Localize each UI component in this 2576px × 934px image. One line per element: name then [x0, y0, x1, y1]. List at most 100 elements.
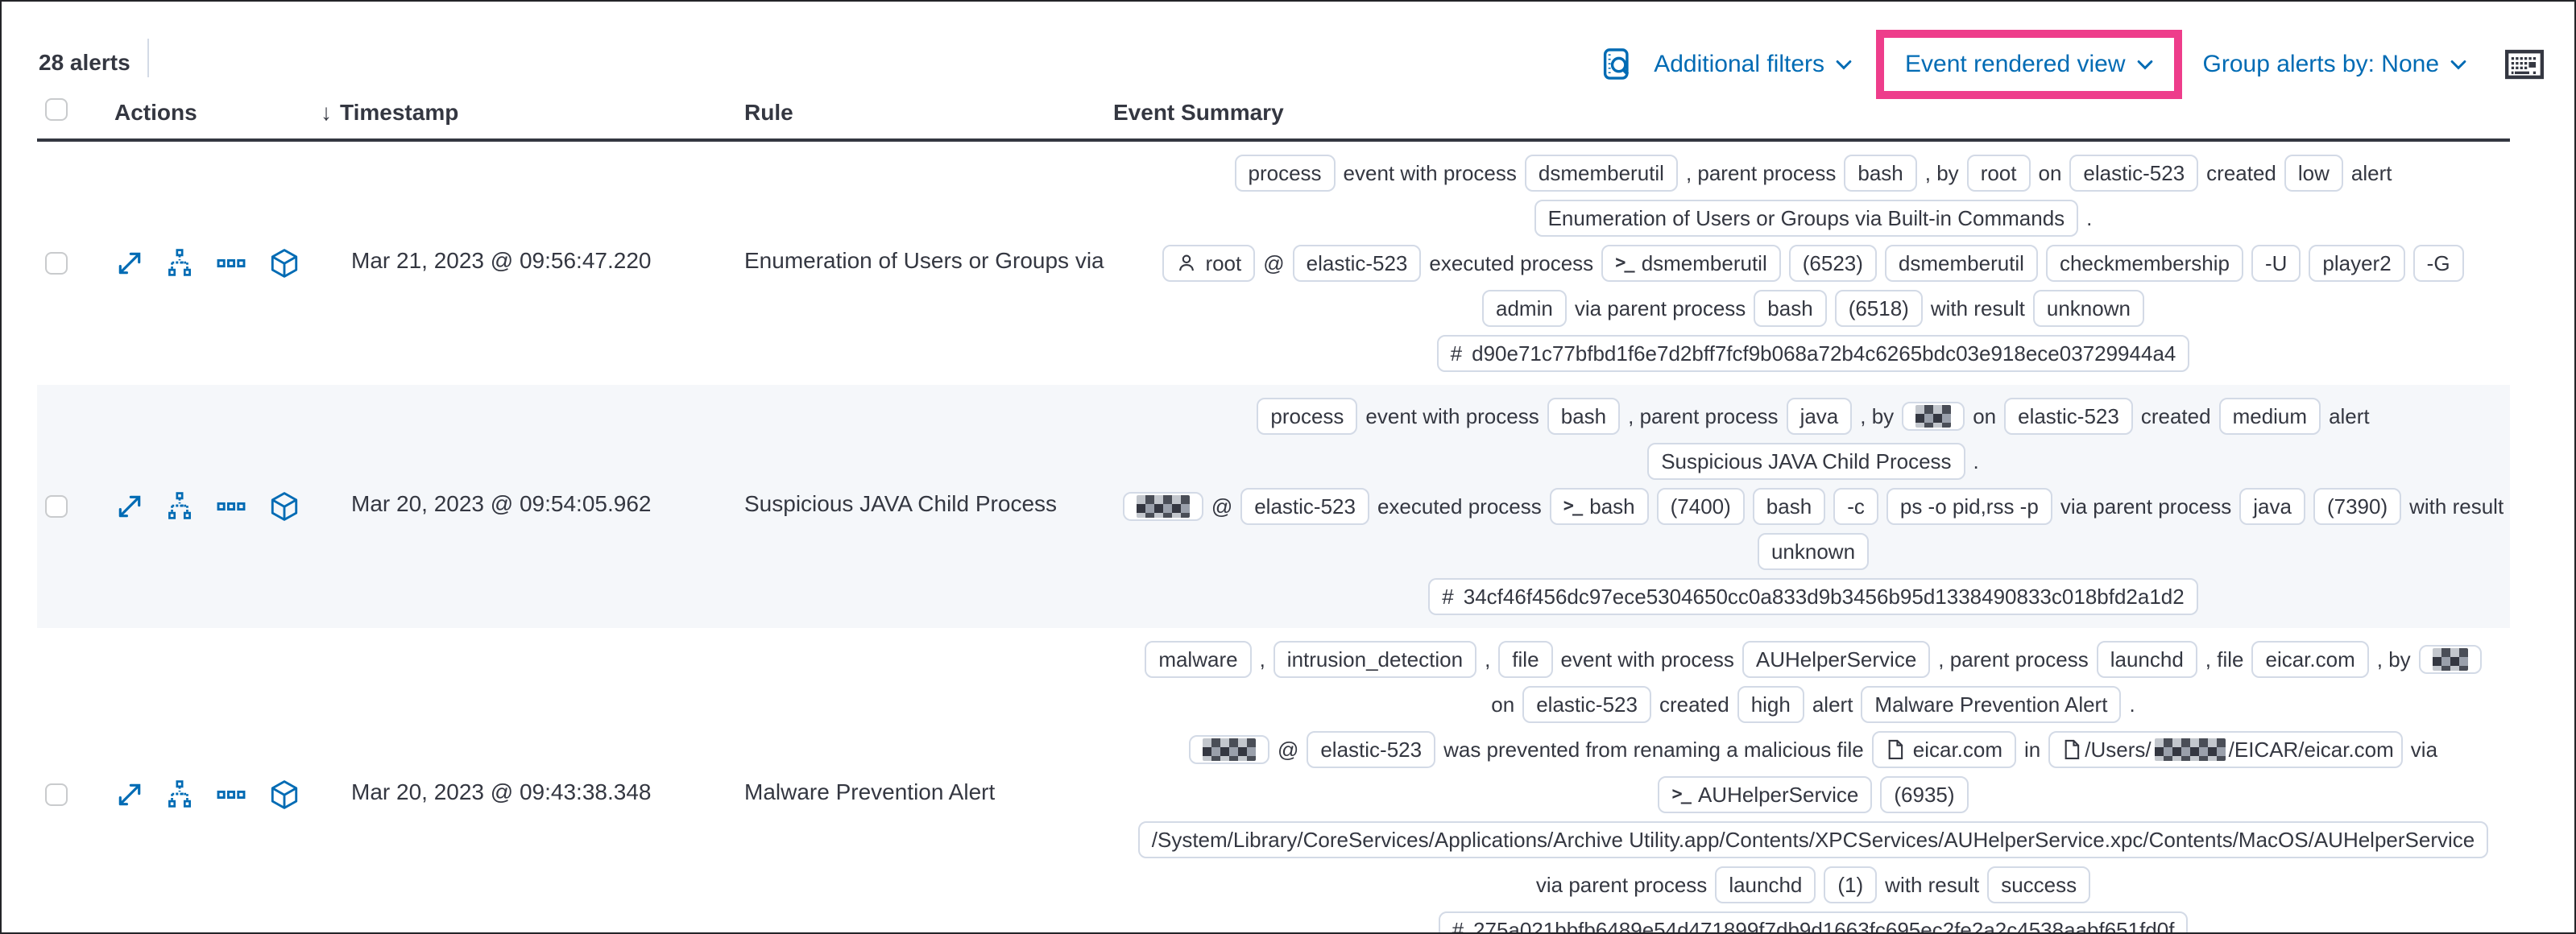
event-field-badge[interactable]: root: [1162, 245, 1256, 282]
badge-text: 275a021bbfb6489e54d471899f7db9d1663fc695…: [1473, 918, 2175, 934]
event-field-badge[interactable]: #275a021bbfb6489e54d471899f7db9d1663fc69…: [1438, 911, 2189, 934]
event-field-badge[interactable]: malware: [1145, 641, 1252, 678]
event-field-badge[interactable]: high: [1737, 686, 1804, 723]
event-field-badge[interactable]: (7390): [2313, 488, 2402, 525]
summary-text: was prevented from renaming a malicious …: [1443, 737, 1864, 762]
event-field-badge[interactable]: dsmemberutil: [1524, 155, 1678, 192]
event-field-badge[interactable]: file: [1498, 641, 1553, 678]
event-field-badge[interactable]: [1188, 735, 1269, 764]
expand-alert-button[interactable]: [114, 491, 145, 522]
event-field-badge[interactable]: bash: [1754, 290, 1827, 327]
event-field-badge[interactable]: process: [1234, 155, 1336, 192]
analyze-event-icon: [165, 249, 194, 278]
event-field-badge[interactable]: (6518): [1834, 290, 1923, 327]
event-field-badge[interactable]: [1122, 492, 1203, 521]
more-actions-button[interactable]: [216, 779, 246, 810]
event-field-badge[interactable]: Suspicious JAVA Child Process: [1647, 443, 1965, 480]
event-field-badge[interactable]: -G: [2412, 245, 2464, 282]
event-field-badge[interactable]: success: [1987, 866, 2091, 903]
event-field-badge[interactable]: Malware Prevention Alert: [1861, 686, 2122, 723]
event-field-badge[interactable]: /System/Library/CoreServices/Application…: [1137, 821, 2489, 858]
event-field-badge[interactable]: (7400): [1656, 488, 1745, 525]
event-field-badge[interactable]: unknown: [2032, 290, 2144, 327]
more-actions-button[interactable]: [216, 491, 246, 522]
event-field-badge[interactable]: eicar.com: [2251, 641, 2369, 678]
event-field-badge[interactable]: java: [1786, 398, 1853, 435]
event-field-badge[interactable]: elastic-523: [1292, 245, 1422, 282]
analyze-event-button[interactable]: [164, 779, 195, 810]
expand-alert-button[interactable]: [114, 779, 145, 810]
expand-alert-button[interactable]: [114, 248, 145, 279]
view-selector-button[interactable]: Event rendered view: [1905, 51, 2156, 78]
event-field-badge[interactable]: #d90e71c77bfbd1f6e7d2bff7fcf9b068a72b4c6…: [1436, 335, 2190, 372]
event-field-badge[interactable]: player2: [2309, 245, 2405, 282]
row-checkbox[interactable]: [45, 252, 68, 275]
event-field-badge[interactable]: elastic-523: [1522, 686, 1651, 723]
event-field-badge[interactable]: eicar.com: [1871, 731, 2017, 768]
session-view-button[interactable]: [269, 248, 300, 279]
summary-line: unknown: [1757, 533, 1870, 570]
row-checkbox[interactable]: [45, 495, 68, 518]
badge-text: bash: [1857, 161, 1903, 185]
event-field-badge[interactable]: elastic-523: [2004, 398, 2133, 435]
event-field-badge[interactable]: dsmemberutil: [1884, 245, 2038, 282]
session-view-button[interactable]: [269, 779, 300, 810]
event-field-badge[interactable]: >_dsmemberutil: [1601, 245, 1781, 282]
event-field-badge[interactable]: launchd: [2096, 641, 2197, 678]
event-field-badge[interactable]: Enumeration of Users or Groups via Built…: [1534, 200, 2079, 237]
summary-text: @: [1211, 494, 1233, 519]
column-timestamp[interactable]: ↓Timestamp: [321, 100, 458, 126]
event-field-badge[interactable]: elastic-523: [1240, 488, 1369, 525]
inspect-button[interactable]: [1599, 48, 1633, 81]
more-actions-button[interactable]: [216, 248, 246, 279]
group-alerts-by-button[interactable]: Group alerts by: None: [2203, 51, 2470, 78]
badge-text: elastic-523: [1254, 494, 1356, 519]
summary-text: executed process: [1377, 494, 1542, 519]
summary-text: via parent process: [1535, 872, 1708, 897]
event-field-badge[interactable]: launchd: [1715, 866, 1816, 903]
event-field-badge[interactable]: bash: [1547, 398, 1621, 435]
event-field-badge[interactable]: #34cf46f456dc97ece5304650cc0a833d9b3456b…: [1428, 578, 2198, 615]
event-field-badge[interactable]: >_AUHelperService: [1658, 776, 1873, 813]
summary-line: #275a021bbfb6489e54d471899f7db9d1663fc69…: [1438, 911, 2189, 934]
event-field-badge[interactable]: admin: [1482, 290, 1567, 327]
event-field-badge[interactable]: low: [2284, 155, 2343, 192]
event-field-badge[interactable]: (6523): [1788, 245, 1877, 282]
event-field-badge[interactable]: -U: [2251, 245, 2301, 282]
event-field-badge[interactable]: -c: [1833, 488, 1878, 525]
select-all-checkbox[interactable]: [45, 98, 68, 121]
analyze-event-button[interactable]: [164, 491, 195, 522]
event-field-badge[interactable]: bash: [1752, 488, 1826, 525]
event-field-badge[interactable]: (6935): [1880, 776, 1969, 813]
session-view-button[interactable]: [269, 491, 300, 522]
event-field-badge[interactable]: elastic-523: [1307, 731, 1436, 768]
event-field-badge[interactable]: root: [1966, 155, 2031, 192]
additional-filters-button[interactable]: Additional filters: [1654, 51, 1855, 78]
event-field-badge[interactable]: (1): [1824, 866, 1878, 903]
event-field-badge[interactable]: process: [1257, 398, 1358, 435]
event-field-badge[interactable]: [2418, 645, 2482, 674]
event-field-badge[interactable]: ps -o pid,rss -p: [1886, 488, 2052, 525]
user-icon: [1176, 253, 1197, 274]
event-field-badge[interactable]: unknown: [1757, 533, 1870, 570]
event-field-badge[interactable]: bash: [1844, 155, 1917, 192]
event-field-badge[interactable]: intrusion_detection: [1273, 641, 1477, 678]
keyboard-shortcuts-button[interactable]: [2502, 47, 2547, 82]
badge-text: intrusion_detection: [1286, 647, 1464, 672]
event-field-badge[interactable]: medium: [2218, 398, 2321, 435]
summary-text: created: [1659, 692, 1729, 717]
analyze-event-button[interactable]: [164, 248, 195, 279]
row-checkbox[interactable]: [45, 783, 68, 806]
event-field-badge[interactable]: >_bash: [1549, 488, 1649, 525]
event-field-badge[interactable]: AUHelperService: [1741, 641, 1931, 678]
event-field-badge[interactable]: /Users//EICAR/eicar.com: [2048, 731, 2403, 768]
event-field-badge[interactable]: elastic-523: [2069, 155, 2199, 192]
group-alerts-by-label: Group alerts by: None: [2202, 51, 2439, 77]
event-field-badge[interactable]: java: [2239, 488, 2305, 525]
event-field-badge[interactable]: checkmembership: [2045, 245, 2243, 282]
event-field-badge[interactable]: [1902, 402, 1965, 431]
